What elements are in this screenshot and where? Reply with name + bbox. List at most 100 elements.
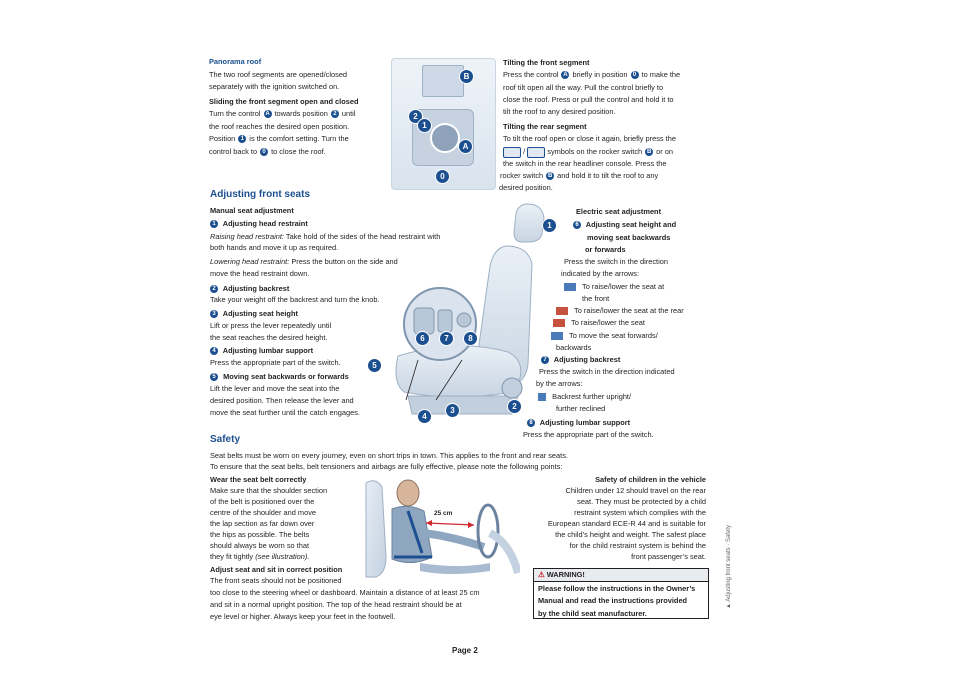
tilt-rear-heading: Tilting the rear segment [503, 122, 587, 131]
roof-tilt-symbol-icon [503, 146, 521, 158]
electric-a4b: backwards [556, 343, 592, 352]
move-text-2: desired position. Then release the lever… [210, 396, 354, 405]
move-text-1: Lift the lever and move the seat into th… [210, 384, 340, 393]
warning-line-2: by the child seat manufacturer. [538, 608, 647, 618]
roof-close-symbol-icon [527, 146, 546, 158]
driver-illustration: 25 cm [360, 473, 522, 583]
seat-badge-8-icon: 8 [463, 331, 478, 346]
marker-a-icon: A [561, 71, 570, 80]
marker-0-icon: 0 [630, 71, 639, 80]
child-line-2: restraint system which complies with the [574, 508, 706, 517]
seat-drawing [395, 203, 545, 415]
raise-text: Raising head restraint: Take hold of the… [210, 232, 441, 241]
child-line-1: seat. They must be protected by a child [577, 497, 706, 506]
marker-2-icon: 2 [210, 285, 218, 294]
tilt-front-heading: Tilting the front segment [503, 58, 590, 67]
lumbar-text: Press the appropriate part of the switch… [210, 358, 341, 367]
warning-header: ⚠ WARNING! [534, 569, 708, 582]
child-line-6: front passenger’s seat. [631, 552, 706, 561]
backrest-text: Take your weight off the backrest and tu… [210, 295, 380, 304]
badge-a-icon: A [458, 139, 473, 154]
marker-6-icon: 6 [573, 221, 581, 230]
height-text-1: Lift or press the lever repeatedly until [210, 321, 332, 330]
badge-b-icon: B [459, 69, 474, 84]
move-text-3: move the seat further until the catch en… [210, 408, 360, 417]
electric-a2: To raise/lower the seat at the rear [556, 305, 684, 317]
electric-b3b: further reclined [556, 404, 606, 413]
lumbar-heading: 4 Adjusting lumbar support [210, 345, 313, 357]
panorama-intro-1: The two roof segments are opened/closed [209, 70, 348, 79]
belt-line-1: of the belt is positioned over the [210, 497, 315, 506]
roof-switch-panel [422, 65, 464, 97]
sit-line-1: The front seats should not be positioned [210, 576, 342, 585]
electric-b3: Backrest further upright/ [538, 391, 631, 403]
marker-7-icon: 7 [541, 356, 549, 365]
tilt-rear-line-3: the switch in the rear headliner console… [503, 159, 667, 168]
tilt-rear-line-5: desired position. [499, 183, 553, 192]
marker-1-icon: 1 [238, 135, 247, 144]
belt-line-0: Make sure that the shoulder section [210, 486, 328, 495]
tilt-front-line-4: tilt the roof to any desired position. [503, 107, 616, 116]
backrest-arrow-icon [538, 393, 546, 402]
electric-b2: by the arrows: [536, 379, 583, 388]
roof-console-illustration: B 2 1 A 0 [391, 58, 496, 190]
tilt-rear-line-1: To tilt the roof open or close it again,… [503, 134, 676, 143]
electric-b1: Press the switch in the direction indica… [539, 367, 675, 376]
belt-line-2: centre of the shoulder and move [210, 508, 316, 517]
electric-h8: 8 Adjusting lumbar support [527, 417, 630, 429]
marker-3-icon: 3 [210, 310, 218, 319]
child-heading: Safety of children in the vehicle [595, 475, 706, 484]
sit-line-2: too close to the steering wheel or dashb… [210, 588, 480, 597]
fore-aft-arrow-icon [551, 332, 563, 341]
sliding-heading: Sliding the front segment open and close… [209, 97, 359, 106]
marker-8-icon: 8 [527, 419, 535, 428]
distance-label: 25 cm [434, 510, 453, 517]
belt-line-6: they fit tightly (see illustration). [210, 552, 310, 561]
safety-p1: Seat belts must be worn on every journey… [210, 451, 568, 460]
warning-body: Please follow the instructions in the Ow… [534, 582, 708, 621]
child-line-3: European standard ECE-R 44 and is suitab… [547, 519, 706, 528]
rear-up-down-arrow-icon [556, 307, 568, 316]
seat-badge-2-icon: 2 [507, 399, 522, 414]
backrest-heading: 2 Adjusting backrest [210, 283, 289, 295]
seat-badge-7-icon: 7 [439, 331, 454, 346]
panorama-heading: Panorama roof [209, 57, 262, 66]
sit-heading: Adjust seat and sit in correct position [210, 565, 343, 574]
belt-line-5: should always be worn so that [210, 541, 310, 550]
marker-4-icon: 4 [210, 347, 218, 356]
marker-a-icon: A [263, 110, 272, 119]
roof-rotary-knob [430, 123, 460, 153]
marker-5-icon: 5 [210, 373, 218, 382]
electric-heading: Electric seat adjustment [576, 207, 662, 216]
seat-badge-5-icon: 5 [367, 358, 382, 373]
electric-h7: 7 Adjusting backrest [541, 354, 620, 366]
warning-triangle-icon: ⚠ [538, 570, 545, 579]
seat-badge-6-icon: 6 [415, 331, 430, 346]
belt-line-4: the hips as possible. The belts [210, 530, 310, 539]
electric-a1b: the front [582, 294, 610, 303]
badge-0-icon: 0 [435, 169, 450, 184]
safety-p2: To ensure that the seat belts, belt tens… [210, 462, 563, 471]
panorama-intro-2: separately with the ignition switched on… [209, 82, 340, 91]
electric-a4: To move the seat forwards/ [551, 330, 658, 342]
seat-up-down-arrow-icon [553, 319, 565, 328]
child-line-4: the child’s height and weight. The safes… [555, 530, 706, 539]
height-text-2: the seat reaches the desired height. [210, 333, 328, 342]
electric-a1: To raise/lower the seat at [564, 281, 664, 293]
marker-b-icon: B [645, 148, 654, 157]
warning-line-1: Manual and read the instructions provide… [538, 596, 688, 606]
electric-t1: Press the switch in the direction [564, 257, 668, 266]
marker-0-icon: 0 [260, 148, 269, 157]
belt-line-3: the lap section as far down over [210, 519, 315, 528]
safety-heading: Safety [210, 434, 241, 445]
seat-badge-1-icon: 1 [542, 218, 557, 233]
electric-h6c: or forwards [585, 245, 626, 254]
marker-b-icon: B [546, 172, 555, 181]
lower-text: Lowering head restraint: Press the butto… [210, 257, 398, 266]
